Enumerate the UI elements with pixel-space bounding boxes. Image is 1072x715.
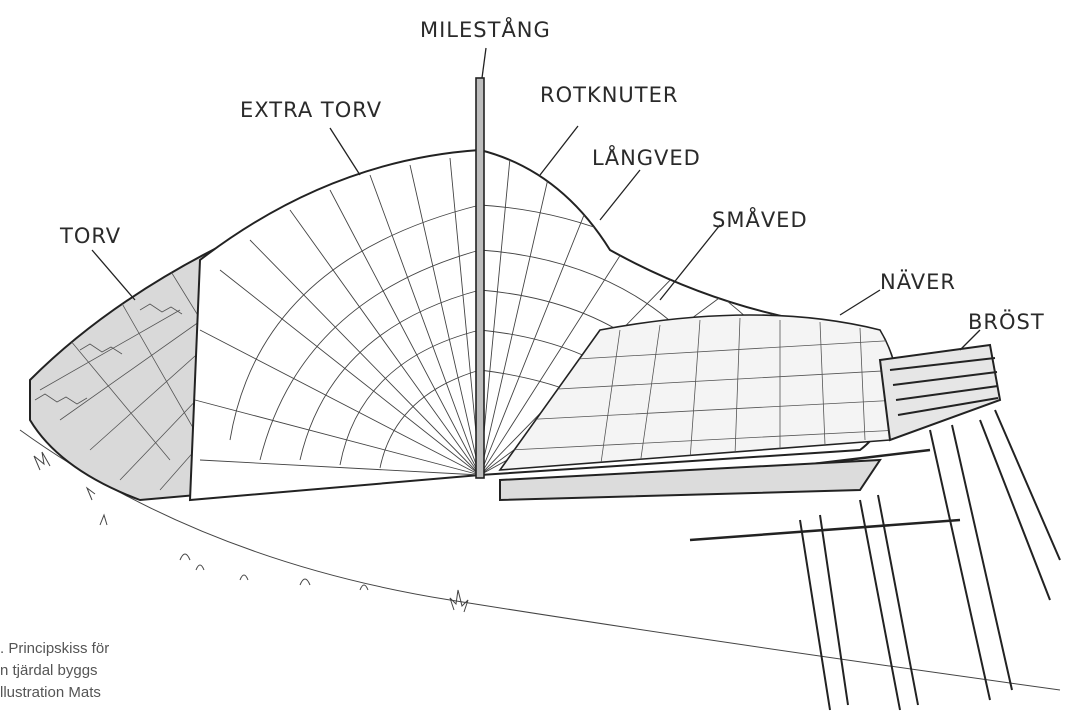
label-brost: BRÖST bbox=[968, 312, 1045, 333]
figure-caption: . Principskiss för n tjärdal byggs llust… bbox=[0, 638, 150, 704]
mile-pole bbox=[476, 78, 484, 478]
label-smaved: SMÅVED bbox=[712, 210, 808, 231]
label-torv: TORV bbox=[60, 226, 121, 247]
label-naver: NÄVER bbox=[880, 272, 956, 293]
label-milestang: MILESTÅNG bbox=[420, 20, 551, 41]
label-rotknuter: ROTKNUTER bbox=[540, 85, 679, 106]
label-langved: LÅNGVED bbox=[592, 148, 701, 169]
label-extra-torv: EXTRA TORV bbox=[240, 100, 382, 121]
caption-line-1: . Principskiss för bbox=[0, 638, 150, 660]
caption-line-2: n tjärdal byggs bbox=[0, 660, 150, 682]
caption-line-3: llustration Mats bbox=[0, 682, 150, 704]
